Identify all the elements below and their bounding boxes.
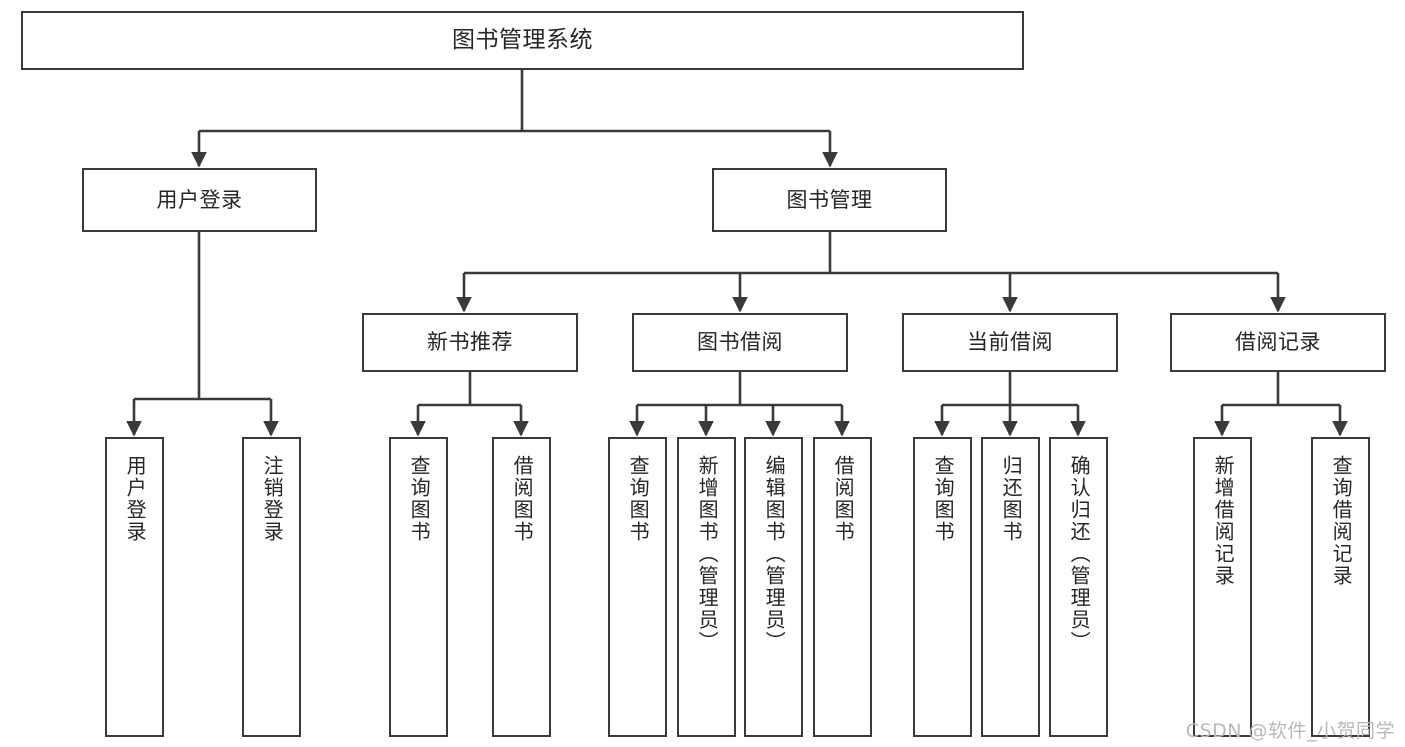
node-current-borrow[interactable]: 当前借阅 xyxy=(902,313,1118,372)
leaf-label: 借阅图书 xyxy=(510,455,535,543)
node-user-login[interactable]: 用户登录 xyxy=(82,168,317,232)
csdn-watermark: CSDN @软件_小贺同学 xyxy=(1185,720,1395,742)
leaf-user-login-login[interactable]: 用户登录 xyxy=(105,437,164,737)
leaf-borrow-record-query-record[interactable]: 查询借阅记录 xyxy=(1311,437,1370,737)
node-book-borrow[interactable]: 图书借阅 xyxy=(632,313,848,372)
leaf-label: 查询图书 xyxy=(407,455,432,543)
leaf-label: 用户登录 xyxy=(123,455,148,543)
node-new-book-recommend[interactable]: 新书推荐 xyxy=(362,313,578,372)
leaf-label: 查询借阅记录 xyxy=(1329,455,1354,587)
leaf-current-borrow-return-books[interactable]: 归还图书 xyxy=(981,437,1040,737)
leaf-current-borrow-query-books[interactable]: 查询图书 xyxy=(913,437,972,737)
node-root-book-management-system[interactable]: 图书管理系统 xyxy=(21,11,1024,70)
leaf-book-borrow-add-book-admin[interactable]: 新增图书（管理员） xyxy=(677,437,736,737)
leaf-label: 确认归还（管理员） xyxy=(1067,455,1092,653)
leaf-label: 注销登录 xyxy=(260,455,285,543)
leaf-user-login-logout[interactable]: 注销登录 xyxy=(242,437,301,737)
leaf-label: 新增图书（管理员） xyxy=(695,455,720,653)
leaf-label: 新增借阅记录 xyxy=(1211,455,1236,587)
node-book-management[interactable]: 图书管理 xyxy=(712,168,947,232)
node-root-label: 图书管理系统 xyxy=(452,27,593,54)
node-book-borrow-label: 图书借阅 xyxy=(697,330,783,355)
node-borrow-record[interactable]: 借阅记录 xyxy=(1170,313,1386,372)
leaf-label: 查询图书 xyxy=(626,455,651,543)
node-new-book-recommend-label: 新书推荐 xyxy=(427,330,513,355)
node-borrow-record-label: 借阅记录 xyxy=(1235,330,1321,355)
leaf-new-book-query-books[interactable]: 查询图书 xyxy=(389,437,448,737)
leaf-borrow-record-add-record[interactable]: 新增借阅记录 xyxy=(1193,437,1252,737)
leaf-label: 编辑图书（管理员） xyxy=(762,455,787,653)
leaf-current-borrow-confirm-return-admin[interactable]: 确认归还（管理员） xyxy=(1049,437,1108,737)
leaf-label: 借阅图书 xyxy=(831,455,856,543)
leaf-label: 查询图书 xyxy=(931,455,956,543)
node-user-login-label: 用户登录 xyxy=(156,187,243,212)
leaf-new-book-borrow-books[interactable]: 借阅图书 xyxy=(492,437,551,737)
leaf-label: 归还图书 xyxy=(999,455,1024,543)
node-book-management-label: 图书管理 xyxy=(786,187,873,212)
leaf-book-borrow-borrow-books[interactable]: 借阅图书 xyxy=(813,437,872,737)
leaf-book-borrow-edit-book-admin[interactable]: 编辑图书（管理员） xyxy=(744,437,803,737)
leaf-book-borrow-query-books[interactable]: 查询图书 xyxy=(608,437,667,737)
node-current-borrow-label: 当前借阅 xyxy=(967,330,1053,355)
